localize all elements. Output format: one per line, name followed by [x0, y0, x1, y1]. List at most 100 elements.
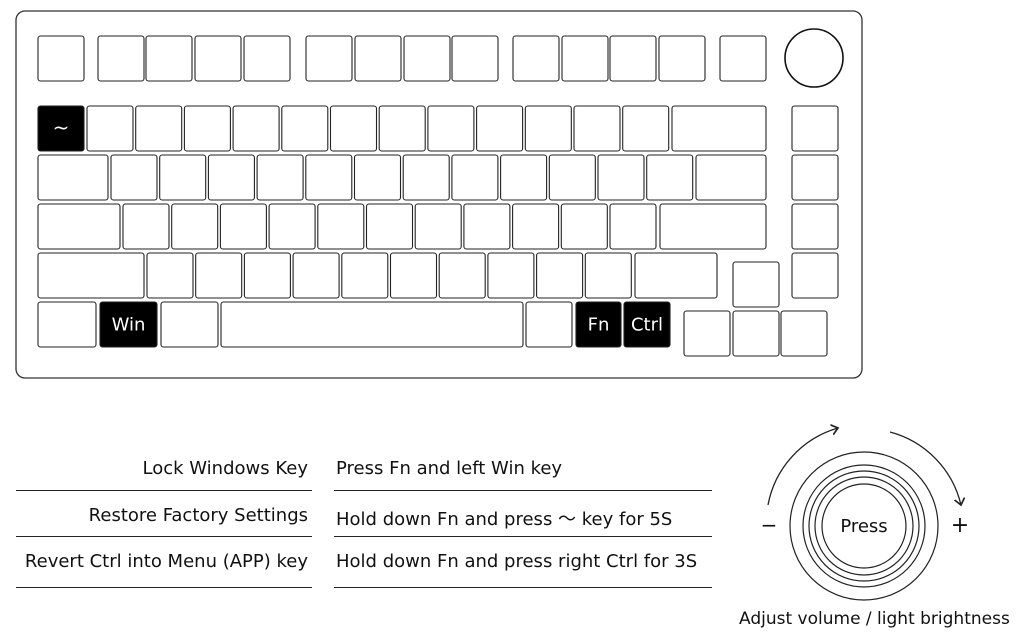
key: [622, 105, 670, 152]
key: [671, 105, 767, 152]
key: [791, 252, 839, 299]
knob-plus-label: +: [951, 513, 969, 538]
key: [97, 35, 145, 82]
key: [145, 35, 193, 82]
key: [403, 35, 451, 82]
legend-divider: [16, 587, 312, 588]
key: [463, 203, 511, 250]
key-tilde: [37, 105, 85, 152]
key: [365, 203, 414, 250]
knob-ring-icon: [789, 451, 939, 601]
key: [281, 105, 329, 152]
key: [561, 35, 609, 82]
key: [659, 203, 767, 250]
key-label-ctrl: Ctrl: [631, 315, 663, 336]
key-label-tilde: ~: [53, 116, 70, 140]
key: [548, 154, 596, 201]
key: [183, 105, 231, 152]
key: [146, 252, 194, 299]
legend-divider: [334, 490, 712, 491]
key: [609, 203, 657, 250]
key: [597, 154, 645, 201]
legend-divider: [334, 587, 712, 588]
legend-function-lock-windows: Lock Windows Key: [142, 458, 308, 479]
key: [207, 154, 255, 201]
key: [135, 105, 183, 152]
key: [195, 252, 243, 299]
key: [171, 203, 219, 250]
key: [194, 35, 242, 82]
key: [243, 35, 291, 82]
key: [427, 105, 475, 152]
key: [37, 301, 97, 348]
key: [317, 203, 365, 250]
legend-instruction-factory-reset: Hold down Fn and press 〜 key for 5S: [336, 509, 673, 530]
key: [695, 154, 767, 201]
rotary-knob-icon: [784, 28, 844, 88]
key-label-fn: Fn: [588, 315, 610, 336]
key: [402, 154, 450, 201]
key: [524, 105, 572, 152]
key-label-win: Win: [112, 315, 146, 336]
knob-press-button: [821, 483, 907, 569]
legend-instruction-revert-ctrl: Hold down Fn and press right Ctrl for 3S: [336, 551, 698, 572]
legend-divider: [16, 536, 312, 537]
key: [732, 310, 780, 357]
key: [159, 154, 207, 201]
rotate-right-arrow-icon: [889, 431, 961, 505]
key: [658, 35, 706, 82]
key: [451, 154, 499, 201]
key: [512, 203, 560, 250]
key: [37, 252, 145, 299]
legend-function-revert-ctrl: Revert Ctrl into Menu (APP) key: [24, 551, 308, 572]
key: [37, 35, 85, 82]
key: [378, 105, 426, 152]
key: [37, 203, 121, 250]
key: [500, 154, 548, 201]
knob-minus-label: −: [761, 513, 778, 537]
key: [256, 154, 304, 201]
knob-ring-icon: [802, 464, 926, 588]
key: [389, 252, 438, 299]
key: [791, 105, 839, 152]
key-win: [99, 301, 158, 348]
key: [791, 203, 839, 250]
key: [354, 35, 402, 82]
key: [476, 105, 524, 152]
key: [219, 203, 267, 250]
key: [683, 310, 731, 357]
key: [487, 252, 535, 299]
key: [512, 35, 560, 82]
key: [732, 261, 780, 308]
legend-function-factory-reset: Restore Factory Settings: [88, 505, 308, 526]
rotate-left-arrow-icon: [767, 428, 838, 506]
key: [305, 35, 353, 82]
key: [438, 252, 486, 299]
key: [292, 252, 340, 299]
key: [305, 154, 353, 201]
legend-divider: [334, 536, 712, 537]
legend-instruction-lock-windows: Press Fn and left Win key: [336, 458, 563, 479]
key: [268, 203, 316, 250]
keyboard-diagram: ~ Win Fn Ctrl: [15, 10, 863, 379]
key: [243, 252, 291, 299]
key: [560, 203, 608, 250]
key: [584, 252, 632, 299]
key: [329, 105, 378, 152]
key: [646, 154, 694, 201]
key: [791, 154, 839, 201]
key: [353, 154, 402, 201]
knob-diagram: Press − +: [761, 420, 969, 601]
key: [525, 301, 573, 348]
knob-ring-icon: [814, 476, 914, 576]
key: [451, 35, 499, 82]
key: [160, 301, 219, 348]
key: [573, 105, 621, 152]
key-fn: [575, 301, 622, 348]
key: [122, 203, 170, 250]
key: [341, 252, 389, 299]
legend-divider: [16, 490, 312, 491]
key: [536, 252, 584, 299]
key: [609, 35, 657, 82]
key: [634, 252, 718, 299]
